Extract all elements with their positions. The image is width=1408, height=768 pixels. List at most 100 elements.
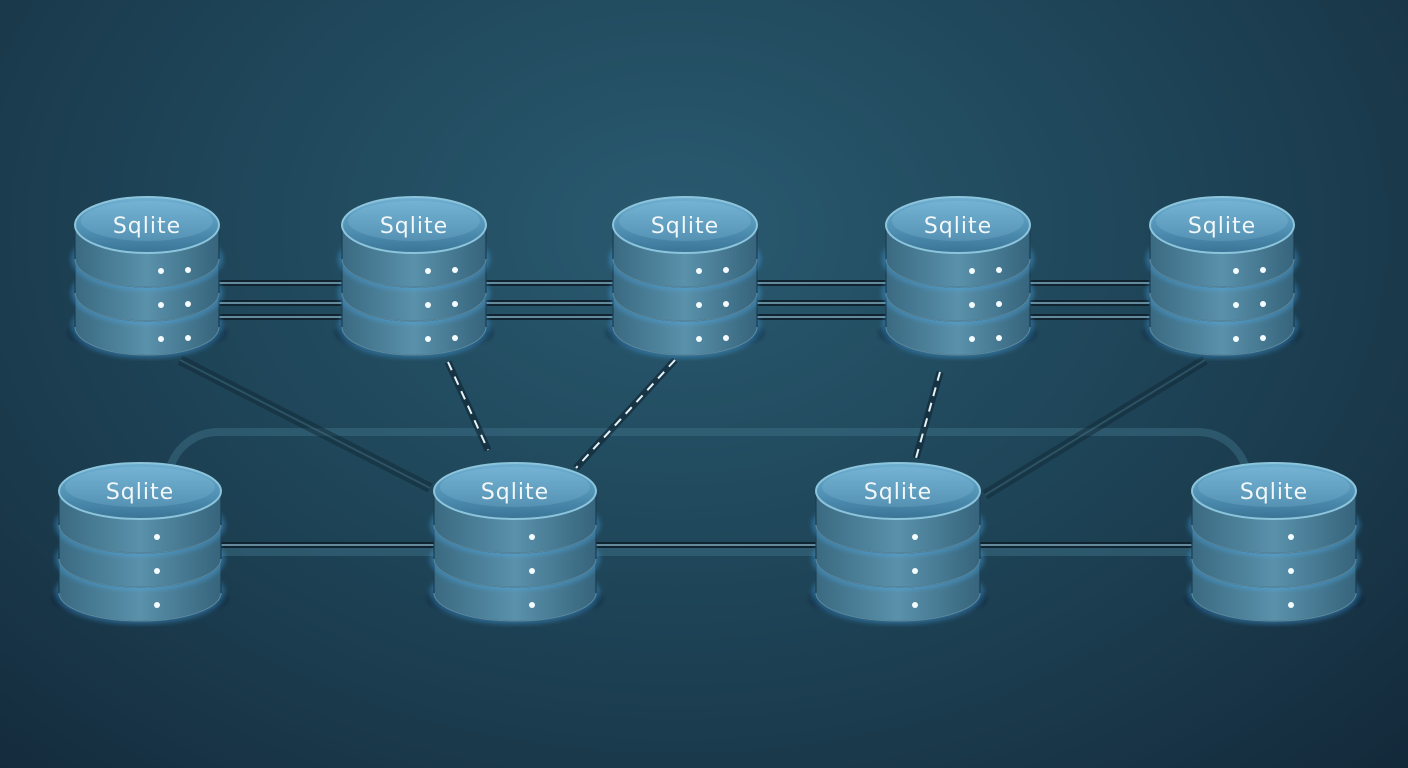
layer-edge	[341, 258, 487, 288]
layer-edge	[815, 592, 981, 622]
background-loop	[164, 428, 1252, 556]
layer-edge	[612, 292, 758, 322]
layer-edge	[612, 258, 758, 288]
status-dot	[1233, 268, 1239, 274]
database-label: Sqlite	[864, 480, 932, 505]
layer-edge	[433, 592, 597, 622]
status-dot	[996, 301, 1002, 307]
status-dot	[154, 534, 160, 540]
connection-top-5-bottom-3-highlight	[984, 359, 1206, 496]
layer-edge	[74, 292, 220, 322]
database-bottom-2[interactable]: Sqlite	[428, 462, 602, 623]
status-dot	[1260, 267, 1266, 273]
status-dot	[529, 534, 535, 540]
database-top	[885, 196, 1031, 254]
database-label: Sqlite	[380, 214, 448, 239]
layer-edge	[341, 292, 487, 322]
layer-edge	[815, 558, 981, 588]
status-dot	[912, 568, 918, 574]
status-dot	[696, 268, 702, 274]
layer-edge	[1191, 524, 1357, 554]
status-dot	[1288, 534, 1294, 540]
layer-edge	[815, 524, 981, 554]
layer-edge	[74, 258, 220, 288]
database-top-highlight	[822, 467, 974, 507]
layer-edge	[1149, 258, 1295, 288]
layer-edge	[58, 558, 222, 588]
status-dot	[425, 336, 431, 342]
database-bottom-3[interactable]: Sqlite	[810, 462, 986, 623]
status-dot	[723, 267, 729, 273]
status-dot	[452, 301, 458, 307]
status-dot	[185, 301, 191, 307]
database-top-highlight	[81, 201, 213, 241]
database-label: Sqlite	[106, 480, 174, 505]
database-top	[612, 196, 758, 254]
database-top-5[interactable]: Sqlite	[1144, 196, 1300, 357]
database-top-4[interactable]: Sqlite	[880, 196, 1036, 357]
status-dot	[969, 302, 975, 308]
status-dot	[723, 301, 729, 307]
status-dot	[425, 268, 431, 274]
database-top-1[interactable]: Sqlite	[69, 196, 225, 357]
status-dot	[1233, 336, 1239, 342]
status-dot	[969, 336, 975, 342]
status-dot	[1260, 335, 1266, 341]
database-top-highlight	[440, 467, 590, 507]
connection-top-3-bottom-2	[575, 359, 676, 469]
database-top	[341, 196, 487, 254]
status-dot	[185, 267, 191, 273]
connection-top-1-bottom-2-highlight	[179, 359, 431, 489]
database-top-highlight	[348, 201, 480, 241]
layer-edge	[612, 326, 758, 356]
layer-edge	[1149, 326, 1295, 356]
status-dot	[723, 335, 729, 341]
database-label: Sqlite	[924, 214, 992, 239]
database-label: Sqlite	[1188, 214, 1256, 239]
database-top	[815, 462, 981, 520]
status-dot	[452, 335, 458, 341]
status-dot	[1260, 301, 1266, 307]
database-top	[1191, 462, 1357, 520]
layer-edge	[341, 326, 487, 356]
layer-edge	[885, 258, 1031, 288]
status-dot	[996, 267, 1002, 273]
database-top-2[interactable]: Sqlite	[336, 196, 492, 357]
database-top	[1149, 196, 1295, 254]
layer-edge	[885, 292, 1031, 322]
database-label: Sqlite	[481, 480, 549, 505]
database-label: Sqlite	[651, 214, 719, 239]
layer-edge	[58, 592, 222, 622]
status-dot	[158, 268, 164, 274]
status-dot	[969, 268, 975, 274]
database-top-3[interactable]: Sqlite	[607, 196, 763, 357]
database-top-highlight	[65, 467, 215, 507]
status-dot	[154, 568, 160, 574]
status-dot	[1233, 302, 1239, 308]
status-dot	[154, 602, 160, 608]
status-dot	[158, 336, 164, 342]
status-dot	[185, 335, 191, 341]
layer-edge	[1191, 592, 1357, 622]
connection-top-5-bottom-3	[982, 355, 1208, 500]
status-dot	[996, 335, 1002, 341]
database-top	[74, 196, 220, 254]
layer-edge	[74, 326, 220, 356]
connection-top-2-bottom-2	[447, 361, 489, 451]
status-dot	[529, 568, 535, 574]
connection-top-4-bottom-3-shadow	[912, 371, 944, 459]
status-dot	[158, 302, 164, 308]
status-dot	[425, 302, 431, 308]
database-bottom-1[interactable]: Sqlite	[53, 462, 227, 623]
status-dot	[1288, 602, 1294, 608]
database-top-highlight	[1198, 467, 1350, 507]
connections-layer	[177, 280, 1208, 548]
database-top	[433, 462, 597, 520]
layer-edge	[1149, 292, 1295, 322]
status-dot	[696, 336, 702, 342]
layer-edge	[1191, 558, 1357, 588]
database-bottom-4[interactable]: Sqlite	[1186, 462, 1362, 623]
